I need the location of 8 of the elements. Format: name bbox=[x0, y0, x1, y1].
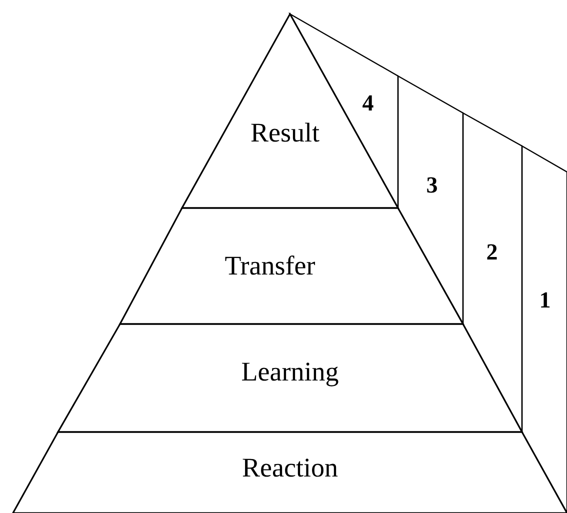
level-number: 2 bbox=[486, 240, 498, 264]
level-label: Learning bbox=[241, 358, 339, 386]
level-number: 1 bbox=[539, 288, 551, 312]
level-label: Transfer bbox=[224, 252, 316, 280]
level-number: 4 bbox=[362, 92, 374, 114]
level-number: 3 bbox=[426, 174, 438, 196]
level-label: Reaction bbox=[242, 454, 338, 482]
level-label: Result bbox=[250, 120, 320, 146]
